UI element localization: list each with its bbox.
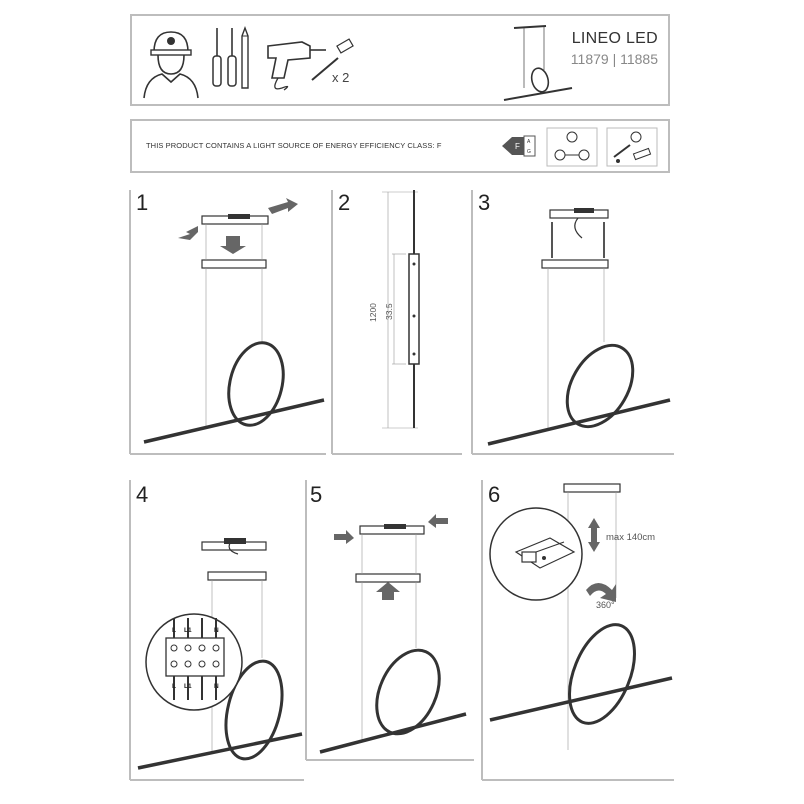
max-height-label: max 140cm — [606, 532, 655, 543]
tools-count: x 2 — [332, 70, 350, 85]
step-number: 6 — [488, 482, 501, 507]
energy-class-text: THIS PRODUCT CONTAINS A LIGHT SOURCE OF … — [146, 141, 442, 150]
product-codes: 11879 | 11885 — [570, 51, 658, 67]
step-6-adjust-height: max 140cm 360° — [481, 480, 674, 781]
dimension-total: 1200 — [368, 303, 378, 322]
light-source-icon — [546, 127, 598, 167]
step-4-wiring: L L1 N L L1 N — [129, 480, 304, 781]
step-2-dimensions: 1200 33.5 — [331, 190, 462, 455]
professional-install-icon — [606, 127, 658, 167]
dimension-inner: 33.5 — [384, 303, 394, 320]
energy-scale-top: A — [527, 139, 531, 145]
energy-panel: THIS PRODUCT CONTAINS A LIGHT SOURCE OF … — [130, 119, 670, 173]
step-number: 3 — [478, 190, 491, 215]
header-panel: x 2 LINEO LED 11879 | 11885 — [130, 14, 670, 106]
step-number: 1 — [136, 190, 149, 215]
step-1-illustration — [129, 190, 326, 455]
terminal-label: L1 — [184, 683, 192, 690]
drill-icon — [267, 38, 354, 91]
installer-person-icon — [143, 31, 199, 99]
terminal-label: N — [214, 627, 219, 634]
energy-label-icon: F A G — [502, 135, 536, 157]
terminal-label: L — [172, 683, 176, 690]
step-5-illustration — [305, 480, 474, 761]
terminal-label: L1 — [184, 627, 192, 634]
step-number: 5 — [310, 482, 323, 507]
terminal-label: N — [214, 683, 219, 690]
step-number: 2 — [338, 190, 351, 215]
energy-scale-bottom: G — [527, 149, 531, 155]
terminal-label: L — [172, 627, 176, 634]
product-sketch-icon — [503, 25, 573, 101]
rotation-label: 360° — [596, 600, 615, 610]
product-title: LINEO LED — [571, 30, 658, 47]
step-3-illustration — [471, 190, 674, 455]
screwdriver-icon — [212, 26, 249, 89]
energy-class-letter: F — [515, 142, 520, 151]
step-number: 4 — [136, 482, 149, 507]
